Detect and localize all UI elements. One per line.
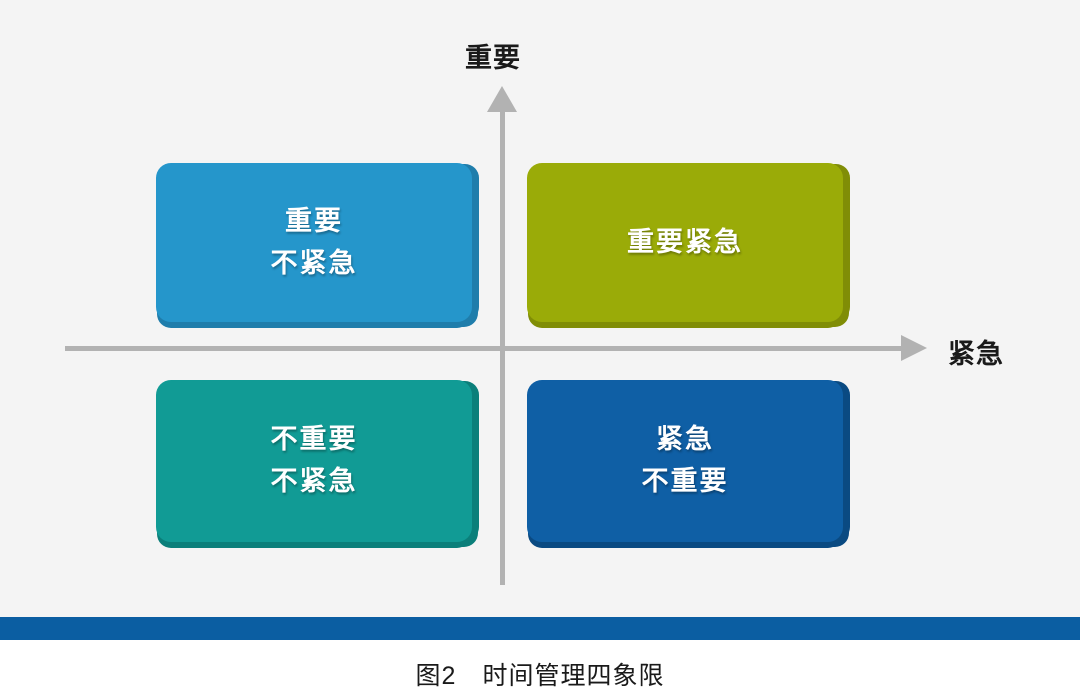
vertical-axis-label: 重要	[465, 43, 521, 73]
quadrant-label-line2: 不重要	[641, 466, 729, 496]
bottom-divider-rule	[0, 617, 1080, 640]
quadrant-important-not-urgent[interactable]: 重要 不紧急	[156, 163, 472, 322]
arrow-up-icon	[487, 86, 517, 112]
arrow-right-icon	[901, 335, 927, 361]
caption-area	[0, 640, 1080, 699]
diagram-canvas: 重要 紧急 重要 不紧急 重要紧急 不重要 不紧急 紧急 不重要	[0, 0, 1080, 617]
quadrant-label-line2: 不紧急	[270, 466, 358, 496]
quadrant-urgent-not-important[interactable]: 紧急 不重要	[527, 380, 843, 542]
vertical-axis-line	[500, 104, 505, 585]
horizontal-axis-label: 紧急	[948, 339, 1004, 369]
quadrant-label-line1: 不重要	[270, 424, 358, 455]
quadrant-label-line1: 紧急	[656, 424, 714, 455]
figure-caption: 图2 时间管理四象限	[415, 662, 665, 690]
quadrant-not-important-not-urgent[interactable]: 不重要 不紧急	[156, 380, 472, 542]
quadrant-important-urgent[interactable]: 重要紧急	[527, 163, 843, 322]
quadrant-label-line1: 重要紧急	[627, 226, 743, 257]
quadrant-label-line1: 重要	[285, 205, 343, 236]
horizontal-axis-line	[65, 346, 903, 351]
quadrant-label-line2: 不紧急	[270, 247, 358, 278]
